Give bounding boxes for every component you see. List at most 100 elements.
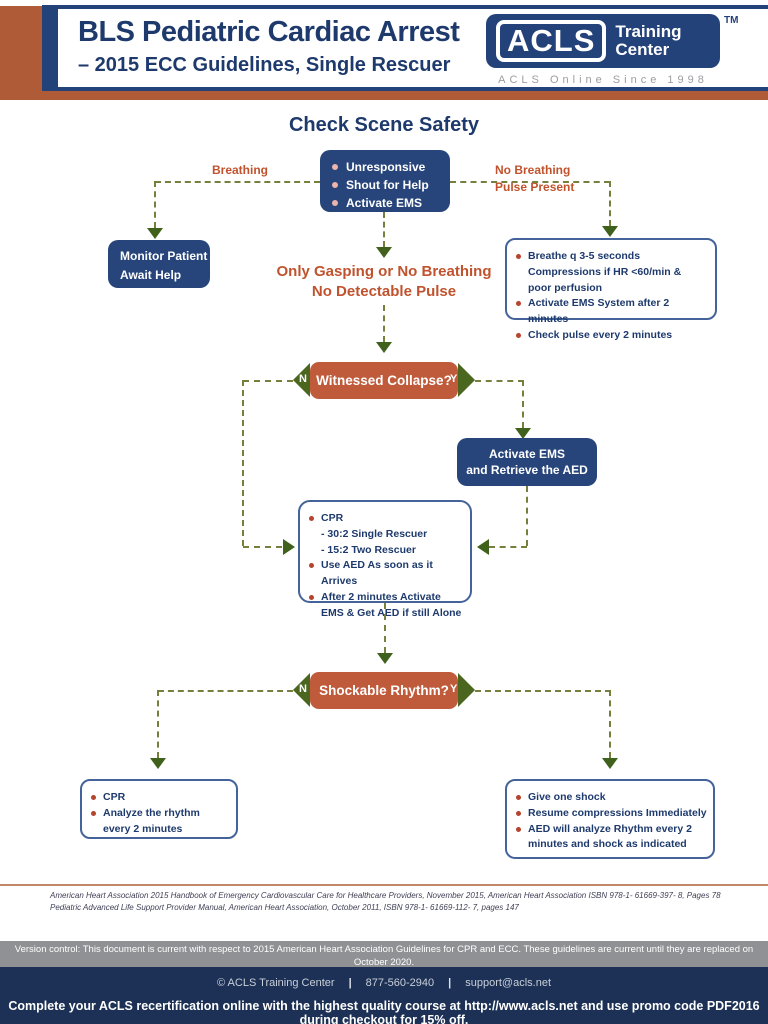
bullet-icon bbox=[516, 301, 521, 307]
cpr-sub-item: - 15:2 Two Rescuer bbox=[321, 543, 416, 556]
connector-line bbox=[609, 181, 611, 226]
bullet-icon bbox=[516, 826, 521, 832]
connector-line bbox=[157, 690, 159, 758]
connector-line bbox=[609, 690, 611, 758]
connector-line bbox=[450, 181, 610, 183]
connector-line bbox=[383, 305, 385, 342]
cpr-sub-item: - 30:2 Single Rescuer bbox=[321, 527, 428, 540]
bullet-icon bbox=[516, 795, 521, 800]
citations: American Heart Association 2015 Handbook… bbox=[50, 890, 730, 915]
yes-branch-icon bbox=[458, 363, 475, 397]
node-activate-ems: Activate EMS and Retrieve the AED bbox=[457, 438, 597, 486]
bullet-icon bbox=[309, 516, 314, 521]
give-shock-item: AED will analyze Rhythm every 2 minutes … bbox=[528, 822, 692, 851]
separator: | bbox=[348, 977, 352, 989]
rescue-breathing-item: Breathe q 3-5 seconds Compressions if HR… bbox=[528, 250, 682, 294]
no-label: N bbox=[299, 683, 307, 695]
bullet-icon bbox=[516, 254, 521, 259]
footer-copyright: © ACLS Training Center bbox=[217, 977, 335, 989]
no-branch-icon bbox=[293, 363, 310, 397]
page-title: BLS Pediatric Cardiac Arrest bbox=[78, 16, 460, 48]
connector-line bbox=[489, 546, 527, 548]
arrow-down-icon bbox=[377, 653, 393, 664]
arrow-down-icon bbox=[602, 226, 618, 237]
connector-line bbox=[526, 486, 528, 546]
connector-line bbox=[475, 690, 611, 692]
continue-cpr-item: Analyze the rhythm every 2 minutes bbox=[103, 806, 200, 835]
rescue-breathing-item: Check pulse every 2 minutes bbox=[528, 328, 673, 341]
footer-contact-line: © ACLS Training Center | 877-560-2940 | supp… bbox=[0, 977, 768, 989]
connector-line bbox=[522, 380, 524, 428]
no-branch-icon bbox=[293, 673, 310, 707]
connector-line bbox=[243, 546, 282, 548]
bullet-icon bbox=[332, 164, 338, 170]
bullet-icon bbox=[332, 182, 338, 188]
bullet-icon bbox=[91, 810, 96, 816]
arrow-left-icon bbox=[477, 539, 489, 555]
connector-line bbox=[243, 380, 293, 382]
bullet-icon bbox=[516, 332, 521, 338]
footer-email: support@acls.net bbox=[465, 977, 551, 989]
yes-label: Y bbox=[450, 373, 458, 385]
header-divider bbox=[42, 87, 768, 91]
cpr-item: Use AED As soon as it Arrives bbox=[321, 559, 433, 587]
assessment-item: Activate EMS bbox=[346, 196, 423, 210]
continue-cpr-item: CPR bbox=[103, 791, 126, 803]
bullet-icon bbox=[332, 200, 338, 206]
flow-title: Check Scene Safety bbox=[288, 114, 480, 136]
arrow-down-icon bbox=[376, 342, 392, 353]
footer-phone: 877-560-2940 bbox=[365, 977, 435, 989]
no-label: N bbox=[299, 373, 307, 385]
node-assessment: Unresponsive Shout for Help Activate EMS bbox=[320, 150, 450, 212]
logo-acls-text: ACLS bbox=[496, 19, 607, 63]
arrow-down-icon bbox=[150, 758, 166, 769]
citation-divider bbox=[0, 884, 768, 886]
decision-shockable-rhythm: Shockable Rhythm? bbox=[310, 672, 458, 709]
node-give-shock: Give one shock Resume compressions Immed… bbox=[505, 779, 715, 859]
version-control-bar: Version control: This document is curren… bbox=[0, 941, 768, 980]
rescue-breathing-item: Activate EMS System after 2 minutes bbox=[528, 297, 670, 325]
branch-label-no-breathing: No Breathing Pulse Present bbox=[495, 163, 575, 195]
connector-line bbox=[158, 690, 293, 692]
node-cpr: CPR - 30:2 Single Rescuer - 15:2 Two Res… bbox=[298, 500, 472, 619]
logo-tagline: ACLS Online Since 1998 bbox=[498, 74, 708, 86]
node-rescue-breathing: Breathe q 3-5 seconds Compressions if HR… bbox=[505, 238, 717, 341]
arrow-down-icon bbox=[376, 247, 392, 258]
yes-branch-icon bbox=[458, 673, 475, 707]
citation-line: American Heart Association 2015 Handbook… bbox=[50, 891, 721, 900]
bullet-icon bbox=[309, 594, 314, 600]
give-shock-item: Give one shock bbox=[528, 791, 606, 803]
connector-line bbox=[155, 181, 320, 183]
connector-line bbox=[242, 380, 244, 546]
connector-line bbox=[384, 603, 386, 653]
assessment-item: Shout for Help bbox=[346, 178, 429, 192]
logo-training-center-text: Training Center bbox=[615, 21, 682, 59]
bullet-icon bbox=[309, 563, 314, 569]
cpr-item: CPR bbox=[321, 512, 344, 524]
connector-line bbox=[475, 380, 524, 382]
node-monitor-patient: Monitor Patient Await Help bbox=[108, 240, 210, 288]
assessment-item: Unresponsive bbox=[346, 160, 426, 174]
cpr-item: After 2 minutes Activate EMS & Get AED i… bbox=[321, 590, 462, 619]
trademark-symbol: TM bbox=[724, 15, 739, 26]
bullet-icon bbox=[91, 795, 96, 800]
connector-line bbox=[383, 212, 385, 247]
acls-training-center-logo: ACLS Training Center bbox=[486, 14, 720, 68]
header-accent-block bbox=[0, 6, 42, 100]
arrow-down-icon bbox=[515, 428, 531, 439]
node-continue-cpr: CPR Analyze the rhythm every 2 minutes bbox=[80, 779, 238, 839]
arrow-down-icon bbox=[602, 758, 618, 769]
branch-label-breathing: Breathing bbox=[211, 163, 268, 177]
yes-label: Y bbox=[450, 683, 458, 695]
footer-promo-line: Complete your ACLS recertification onlin… bbox=[8, 999, 760, 1024]
arrow-right-icon bbox=[283, 539, 295, 555]
citation-line: Pediatric Advanced Life Support Provider… bbox=[50, 903, 519, 913]
version-line: Version control: This document is curren… bbox=[14, 944, 754, 968]
separator: | bbox=[448, 977, 452, 989]
bullet-icon bbox=[516, 810, 521, 816]
decision-witnessed-collapse: Witnessed Collapse? bbox=[310, 362, 458, 399]
page-subtitle: – 2015 ECC Guidelines, Single Rescuer bbox=[78, 54, 451, 76]
header-orange-bar bbox=[0, 91, 768, 100]
footer: © ACLS Training Center | 877-560-2940 | supp… bbox=[0, 967, 768, 1024]
